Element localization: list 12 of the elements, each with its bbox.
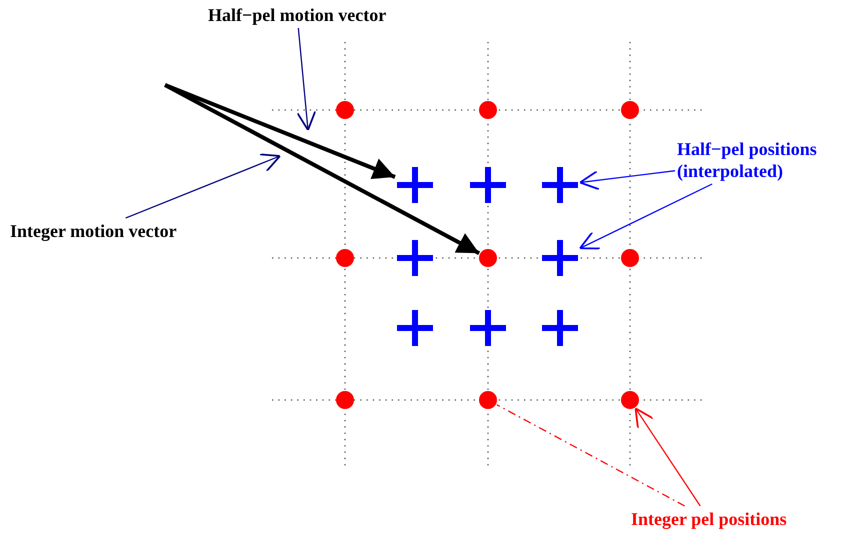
callout-label: Integer pel positions <box>631 508 787 530</box>
callout-label: Half−pel positions (interpolated) <box>677 138 818 182</box>
motion-vector-arrow <box>164 83 480 256</box>
leader-line <box>579 183 712 250</box>
leader-line <box>579 170 676 190</box>
leader-line <box>296 28 316 131</box>
leader-line <box>125 153 281 219</box>
leader-line <box>496 404 685 507</box>
leader-line <box>634 407 701 506</box>
callout-label: Integer motion vector <box>10 220 177 242</box>
callout-label: Half−pel motion vector <box>208 4 386 26</box>
motion-vector-arrow <box>164 83 396 180</box>
